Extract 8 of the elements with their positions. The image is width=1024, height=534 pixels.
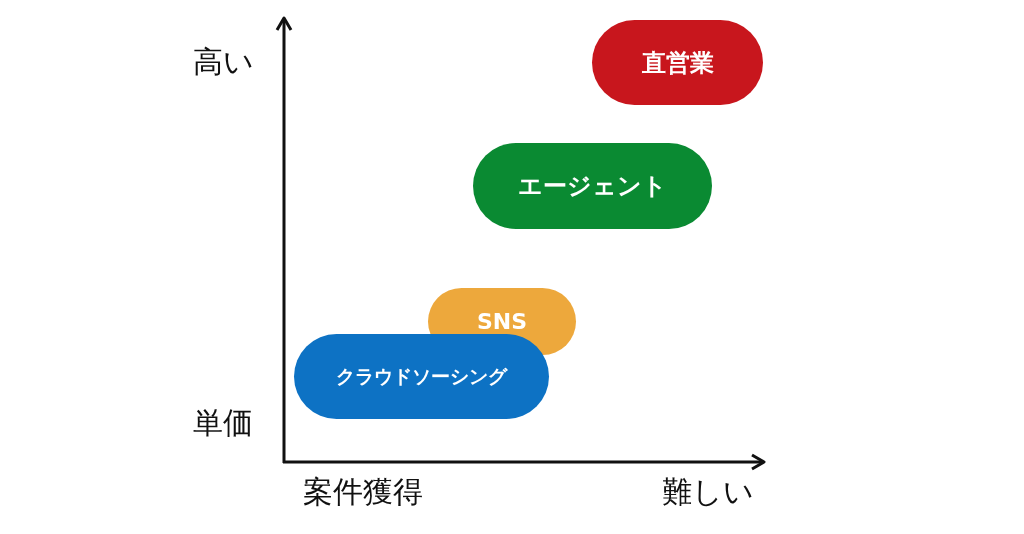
axis-label: 案件獲得: [303, 474, 423, 510]
axis-label: 高い: [193, 44, 254, 80]
axis-label: 単価: [193, 405, 253, 441]
pill-label: 直営業: [641, 47, 714, 79]
pill-label: クラウドソーシング: [336, 363, 507, 389]
pill-label: エージェント: [518, 171, 667, 202]
axis-label: 難しい: [662, 474, 754, 510]
pill-label: SNS: [476, 309, 528, 334]
